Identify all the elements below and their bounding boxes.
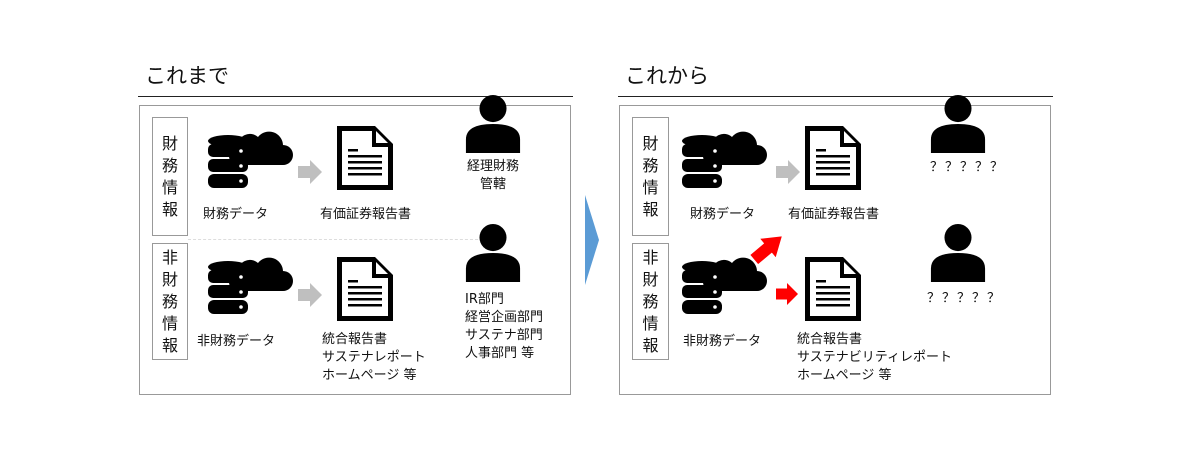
nonfinancial-label: 非財務情報 (632, 243, 669, 360)
row-separator (188, 239, 478, 240)
financial-data-label: 財務データ (203, 207, 269, 222)
before-panel (139, 105, 571, 395)
arrow-icon (776, 160, 800, 184)
document-icon (805, 126, 861, 190)
financial-owner-unknown: ？？？？？ (930, 160, 1006, 175)
arrow-icon (298, 160, 322, 184)
financial-data-label: 財務データ (690, 207, 756, 222)
nonfinancial-owners: IR部門経営企画部門サステナ部門人事部門 等 (465, 292, 544, 361)
transition-arrow-icon (585, 195, 599, 285)
arrow-icon (298, 283, 322, 307)
document-icon (337, 257, 393, 321)
financial-label: 財務情報 (632, 117, 669, 236)
nonfinancial-data-label: 非財務データ (683, 334, 762, 349)
divider (618, 96, 1053, 97)
nonfinancial-data-label: 非財務データ (197, 334, 276, 349)
financial-report-label: 有価証券報告書 (788, 207, 880, 222)
person-icon (465, 224, 521, 282)
after-title: これから (625, 64, 709, 88)
financial-label: 財務情報 (152, 117, 188, 236)
document-icon (805, 257, 861, 321)
after-panel (619, 105, 1051, 395)
database-cloud-icon (682, 253, 767, 318)
red-arrow-icon (776, 283, 798, 305)
database-cloud-icon (208, 253, 293, 318)
nonfinancial-label: 非財務情報 (152, 243, 188, 360)
person-icon (465, 95, 521, 153)
person-icon (930, 95, 986, 153)
document-icon (337, 126, 393, 190)
divider (138, 96, 573, 97)
financial-report-label: 有価証券報告書 (320, 207, 412, 222)
financial-owner: 経理財務管轄 (466, 159, 519, 192)
before-title: これまで (145, 64, 229, 88)
nonfinancial-owner-unknown: ？？？？？ (927, 291, 1003, 306)
database-cloud-icon (208, 127, 293, 192)
nonfinancial-reports: 統合報告書サステナビリティレポートホームページ 等 (797, 332, 952, 383)
person-icon (930, 224, 986, 282)
database-cloud-icon (682, 127, 767, 192)
nonfinancial-reports: 統合報告書サステナレポートホームページ 等 (322, 332, 426, 383)
